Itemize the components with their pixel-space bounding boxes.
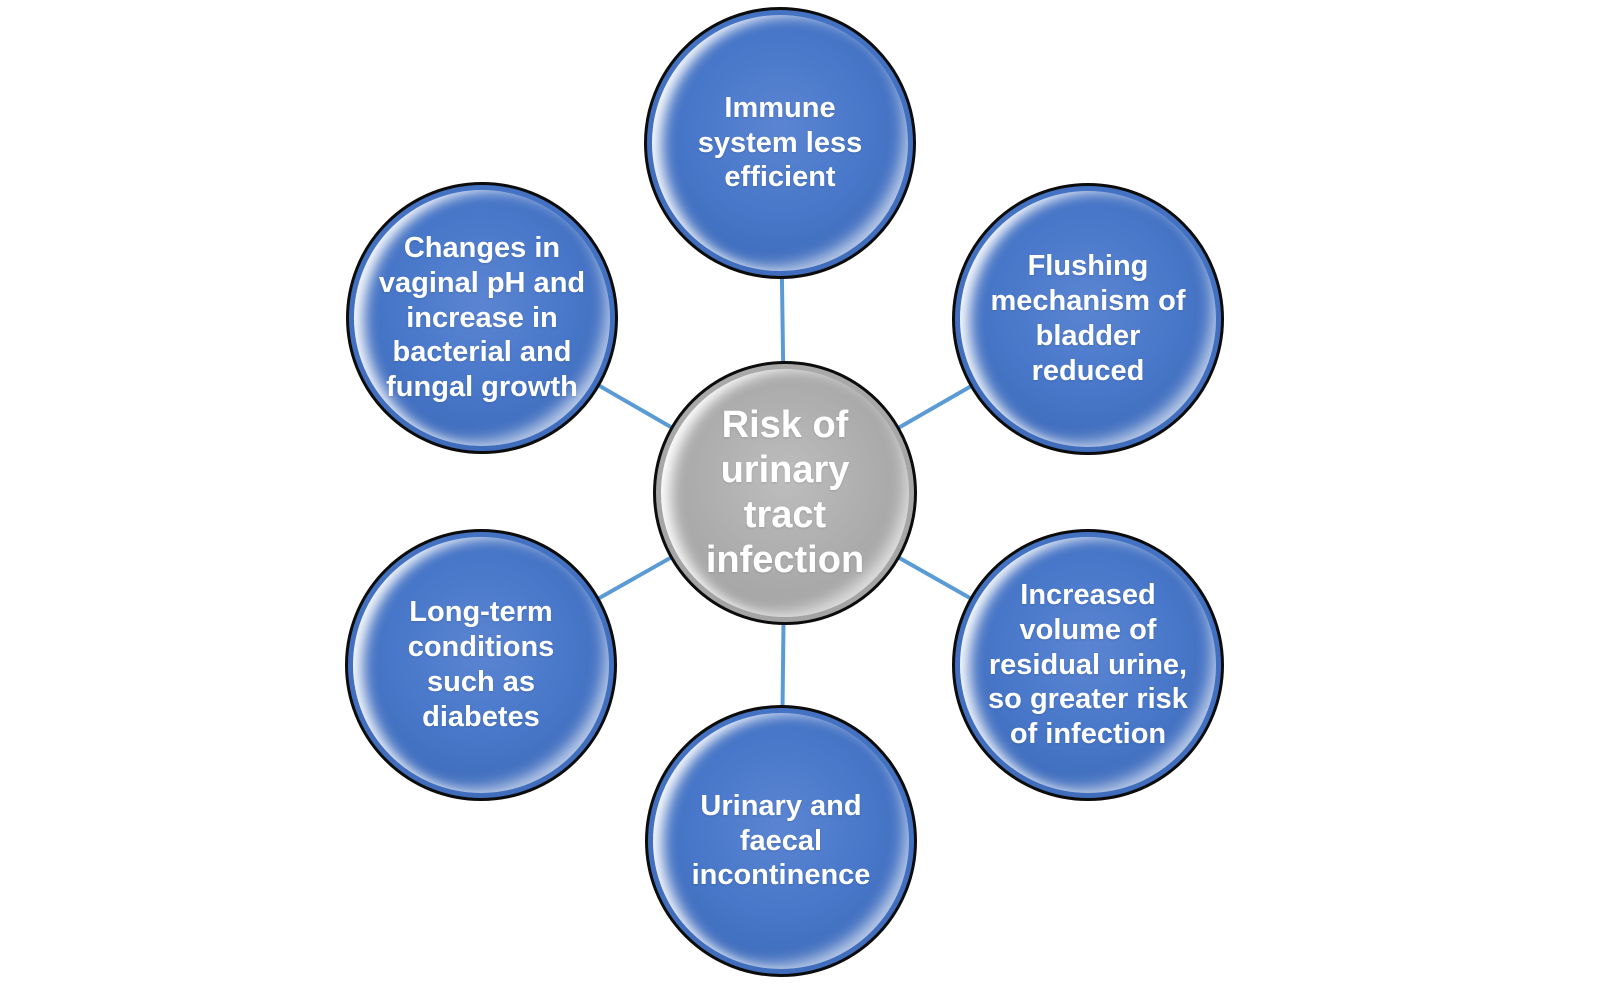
node-flushing-mechanism: Flushing mechanism of bladder reduced xyxy=(952,183,1224,455)
node-vaginal-ph-changes: Changes in vaginal pH and increase in ba… xyxy=(346,182,618,454)
node-residual-urine-label: Increased volume of residual urine, so g… xyxy=(988,579,1188,751)
node-long-term-conditions-label: Long-term conditions such as diabetes xyxy=(407,596,555,733)
node-center-risk-label: Risk of urinary tract infection xyxy=(705,404,865,581)
node-incontinence-label: Urinary and faecal incontinence xyxy=(691,789,871,892)
node-flushing-mechanism-label: Flushing mechanism of bladder reduced xyxy=(990,250,1186,387)
node-immune-system: Immune system less efficient xyxy=(644,7,916,279)
node-immune-system-label: Immune system less efficient xyxy=(697,91,863,194)
node-long-term-conditions: Long-term conditions such as diabetes xyxy=(345,529,617,801)
node-incontinence: Urinary and faecal incontinence xyxy=(645,705,917,977)
node-residual-urine: Increased volume of residual urine, so g… xyxy=(952,529,1224,801)
node-center-risk-of-uti: Risk of urinary tract infection xyxy=(653,361,917,625)
node-vaginal-ph-changes-label: Changes in vaginal pH and increase in ba… xyxy=(378,232,586,404)
